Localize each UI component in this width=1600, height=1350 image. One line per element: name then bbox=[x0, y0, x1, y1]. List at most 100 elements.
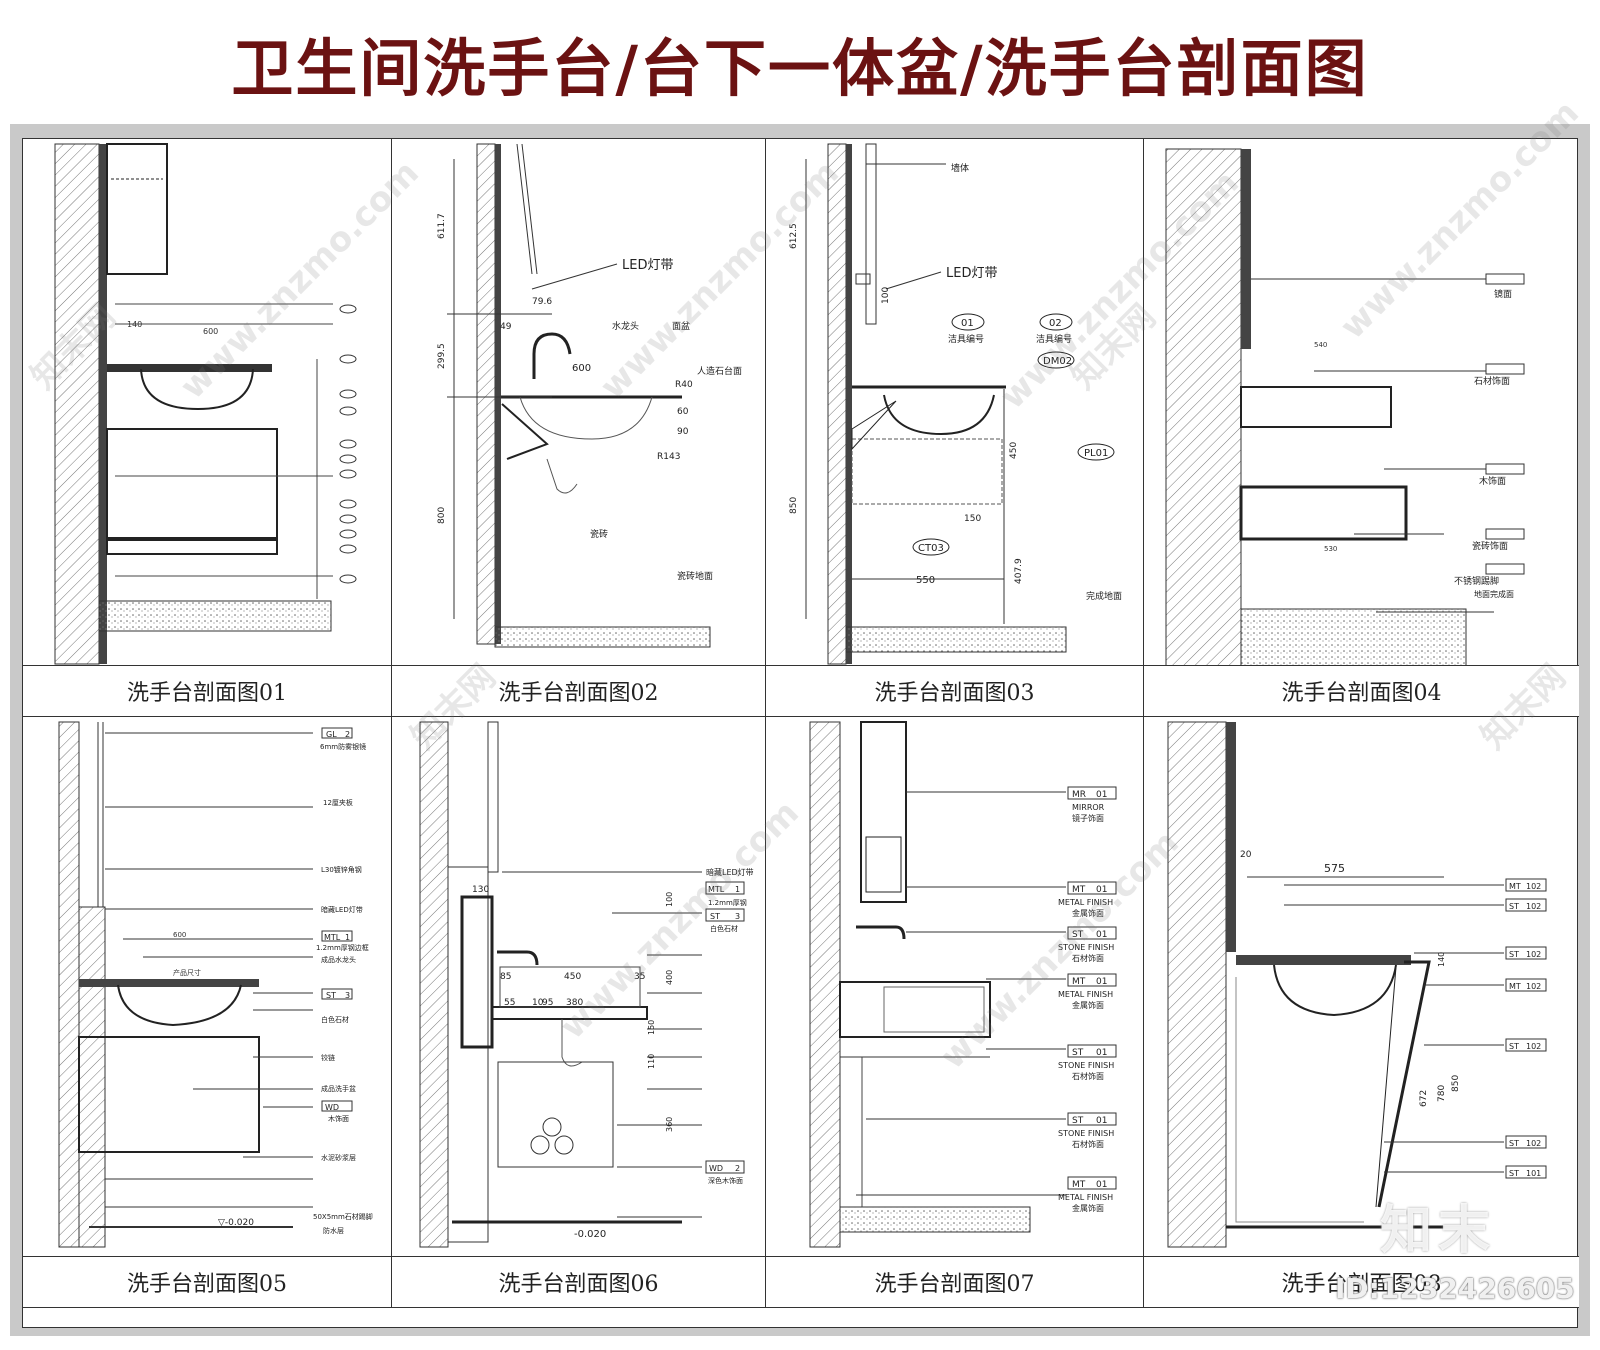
label-wood: 木饰面 bbox=[1479, 475, 1506, 487]
label-tile-finish: 瓷砖饰面 bbox=[1472, 540, 1508, 552]
dim-800: 800 bbox=[437, 507, 447, 524]
tag-st-08-c: ST bbox=[1509, 1042, 1519, 1051]
fixture-tag-01-desc: 洁具编号 bbox=[948, 333, 984, 345]
label-plywood: 12厘夹板 bbox=[323, 798, 353, 807]
dim-140: 140 bbox=[127, 320, 142, 329]
label-stone-3-cn: 石材饰面 bbox=[1072, 1139, 1104, 1149]
label-faucet: 水龙头 bbox=[612, 320, 639, 332]
tag-ct03: CT03 bbox=[918, 543, 944, 554]
section-panel-03: 墙体 LED灯带 01 洁具编号 02 洁具编号 DM02 PL01 CT03 … bbox=[766, 139, 1144, 717]
tag-st-06: ST bbox=[710, 912, 720, 921]
dim-600-05: 600 bbox=[173, 931, 186, 939]
label-tile: 瓷砖 bbox=[590, 528, 608, 540]
label-skirting: 50X5mm石材踢脚 bbox=[313, 1212, 373, 1221]
label-white-stone: 白色石材 bbox=[321, 1015, 349, 1024]
tag-st-08-e: ST bbox=[1509, 1169, 1519, 1178]
section-drawing-04: 镜面 石材饰面 木饰面 瓷砖饰面 不锈钢踢脚 地面完成面 540 530 bbox=[1165, 148, 1525, 667]
label-stone-2-en: STONE FINISH bbox=[1058, 1061, 1114, 1070]
tag-mt-1-num: 01 bbox=[1096, 885, 1107, 895]
dim-60: 60 bbox=[677, 407, 689, 417]
dim-611-7: 611.7 bbox=[437, 213, 447, 239]
tag-st-2: ST bbox=[1072, 1048, 1084, 1058]
tag-mt-2: MT bbox=[1072, 977, 1086, 987]
tag-st-08-d-num: 102 bbox=[1526, 1139, 1541, 1148]
tag-st-06-num: 3 bbox=[735, 912, 740, 921]
label-metal-3-en: METAL FINISH bbox=[1058, 1193, 1113, 1202]
level-mark-06: -0.020 bbox=[574, 1229, 606, 1240]
dim-49: 49 bbox=[500, 322, 512, 332]
label-hidden-led: 暗藏LED灯带 bbox=[321, 905, 363, 914]
dim-575: 575 bbox=[1324, 862, 1345, 875]
tag-mtl-num: 1 bbox=[345, 933, 350, 942]
dim-780: 780 bbox=[1437, 1085, 1447, 1102]
dim-450: 450 bbox=[1009, 442, 1019, 459]
dim-530: 530 bbox=[1324, 545, 1337, 553]
tag-pl01: PL01 bbox=[1084, 448, 1108, 459]
dim-100-06: 100 bbox=[665, 892, 674, 907]
section-panel-01: 140 600 洗手台剖面图01 bbox=[23, 139, 392, 717]
tag-mt-1: MT bbox=[1072, 885, 1086, 895]
dim-400: 400 bbox=[665, 970, 674, 985]
dim-299-5: 299.5 bbox=[437, 343, 447, 369]
label-mirror-cn: 镜子饰面 bbox=[1072, 813, 1104, 823]
section-panel-02: LED灯带 水龙头 面盆 人造石台面 瓷砖 瓷砖地面 611.7 299.5 8… bbox=[392, 139, 766, 717]
tag-wd-06-num: 2 bbox=[735, 1164, 740, 1173]
section-drawing-01: 140 600 bbox=[54, 143, 357, 665]
tag-mr-num: 01 bbox=[1096, 790, 1107, 800]
label-mirror-en: MIRROR bbox=[1072, 803, 1105, 812]
label-hinge: 铰链 bbox=[321, 1053, 335, 1062]
dim-360: 360 bbox=[665, 1117, 674, 1132]
section-panel-06: 暗藏LED灯带 MTL 1 1.2mm厚钢 ST 3 白色石材 WD 2 深色木… bbox=[392, 717, 766, 1308]
dim-r143: R143 bbox=[657, 452, 680, 462]
section-drawing-06: 暗藏LED灯带 MTL 1 1.2mm厚钢 ST 3 白色石材 WD 2 深色木… bbox=[419, 721, 754, 1248]
dim-150: 150 bbox=[964, 514, 981, 524]
tag-st-08-a: ST bbox=[1509, 902, 1519, 911]
label-white-stone-06: 白色石材 bbox=[710, 924, 738, 933]
section-drawing-07: MR 01 MIRROR 镜子饰面 MT 01 METAL FINISH 金属饰… bbox=[809, 721, 1117, 1248]
tag-wd-06: WD bbox=[709, 1164, 723, 1173]
tag-st-08-b: ST bbox=[1509, 950, 1519, 959]
tag-mtl-06: MTL bbox=[708, 885, 725, 894]
dim-130: 130 bbox=[472, 885, 489, 895]
section-drawing-08: MT 102 ST 102 ST 102 MT 102 ST 102 ST 10… bbox=[1167, 721, 1547, 1248]
tag-mt-08-a-num: 102 bbox=[1526, 882, 1541, 891]
tag-mt-3: MT bbox=[1072, 1180, 1086, 1190]
label-waterproof: 防水层 bbox=[323, 1226, 344, 1235]
label-metal-2-cn: 金属饰面 bbox=[1072, 1000, 1104, 1010]
dim-140-08: 140 bbox=[1437, 952, 1446, 967]
tag-mt-2-num: 01 bbox=[1096, 977, 1107, 987]
label-stone-1-cn: 石材饰面 bbox=[1072, 953, 1104, 963]
dim-850: 850 bbox=[789, 497, 799, 514]
tag-st-08-c-num: 102 bbox=[1526, 1042, 1541, 1051]
dim-55: 55 bbox=[504, 998, 515, 1008]
section-drawing-05: GL 2 6mm防雾银镜 12厘夹板 L30镀锌角钢 暗藏LED灯带 MTL 1… bbox=[58, 721, 373, 1248]
fixture-tag-01: 01 bbox=[961, 318, 974, 329]
tag-dm02: DM02 bbox=[1043, 356, 1072, 367]
dim-612-5: 612.5 bbox=[789, 223, 799, 249]
section-drawing-03: 墙体 LED灯带 01 洁具编号 02 洁具编号 DM02 PL01 CT03 … bbox=[789, 143, 1122, 665]
dim-450-06: 450 bbox=[564, 972, 581, 982]
dim-110: 110 bbox=[647, 1054, 656, 1069]
label-counter: 人造石台面 bbox=[697, 365, 742, 377]
tag-st-3: ST bbox=[1072, 1116, 1084, 1126]
label-tile-floor: 瓷砖地面 bbox=[677, 570, 713, 582]
tag-mtl-06-num: 1 bbox=[735, 885, 740, 894]
section-drawing-02: LED灯带 水龙头 面盆 人造石台面 瓷砖 瓷砖地面 611.7 299.5 8… bbox=[437, 143, 742, 648]
drawing-sheet: 140 600 洗手台剖面图01 bbox=[22, 138, 1579, 1328]
section-caption-01: 洗手台剖面图01 bbox=[23, 665, 391, 716]
tag-st-2-num: 01 bbox=[1096, 1048, 1107, 1058]
tag-st-08-b-num: 102 bbox=[1526, 950, 1541, 959]
dim-95: 95 bbox=[542, 998, 553, 1008]
tag-st-num: 3 bbox=[345, 991, 350, 1000]
tag-mt-08-b-num: 102 bbox=[1526, 982, 1541, 991]
tag-gl: GL bbox=[326, 730, 337, 739]
label-angle-steel: L30镀锌角钢 bbox=[321, 865, 362, 874]
label-basin-05: 成品洗手盆 bbox=[321, 1084, 356, 1093]
label-led: LED灯带 bbox=[622, 258, 673, 273]
label-faucet-05: 成品水龙头 bbox=[321, 955, 356, 964]
dim-35: 35 bbox=[634, 972, 645, 982]
fixture-tag-02: 02 bbox=[1049, 318, 1062, 329]
dim-product-size: 产品尺寸 bbox=[173, 968, 201, 977]
site-logo: 知末 bbox=[1380, 1201, 1497, 1261]
section-panel-08: MT 102 ST 102 ST 102 MT 102 ST 102 ST 10… bbox=[1144, 717, 1579, 1308]
